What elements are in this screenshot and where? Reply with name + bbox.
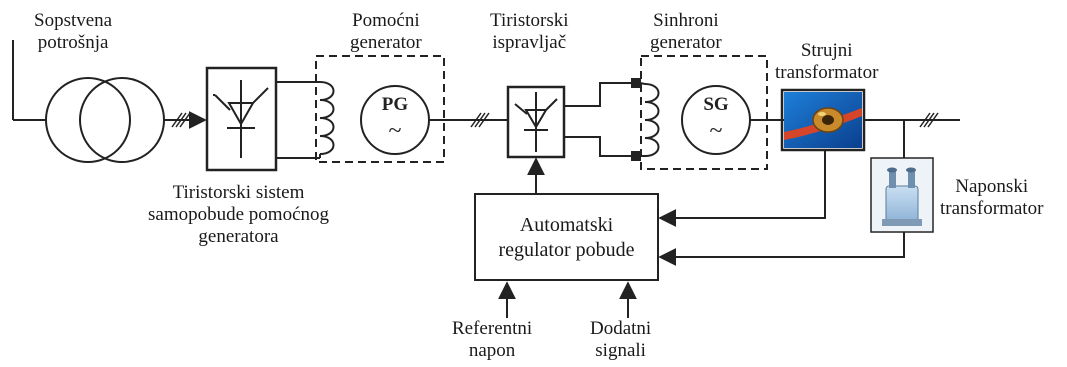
label-line: napon [468,340,516,361]
label-automatski-regulator: Automatski regulator pobude [475,213,658,263]
label-sinhroni-generator: Sinhroni generator [650,10,722,54]
pg-tilde: ~ [389,118,402,144]
label-pomocni-generator: Pomoćni generator [350,10,422,54]
label-line: transformator [940,198,1044,219]
label-tiristorski-ispravljac: Tiristorski ispravljač [490,10,569,54]
thyristor-rectifier-box [506,85,566,159]
label-referentni-napon: Referentni napon [452,318,532,362]
label-line: signali [595,340,646,361]
label-line: potrošnja [37,32,109,53]
aux-thyristor-excitation-box [205,66,278,172]
label-line: Dodatni [590,318,652,339]
sg-symbol: SG [703,94,729,115]
label-line: Automatski [519,214,614,236]
label-line: Referentni [452,318,533,339]
pg-symbol: PG [382,94,409,115]
auxiliary-transformer-winding-2 [79,77,165,163]
pg-dashed-box [315,55,445,163]
sg-dashed-box [640,55,768,170]
label-samopobuda: Tiristorski sistem samopobude pomoćnog g… [148,182,329,248]
label-line: generator [650,32,722,53]
label-line: generatora [198,226,279,247]
label-line: regulator pobude [498,239,635,261]
label-dodatni-signali: Dodatni signali [590,318,651,362]
label-line: Tiristorski sistem [172,182,305,203]
auxiliary-transformer-winding-1 [45,77,131,163]
label-line: samopobude pomoćnog [148,204,330,225]
avr-box [474,193,659,281]
label-naponski-transformator: Naponski transformator [940,176,1043,220]
label-line: Strujni [800,40,853,61]
label-line: Pomoćni [352,10,420,31]
label-line: ispravljač [492,32,567,53]
label-strujni-transformator: Strujni transformator [775,40,878,84]
label-line: generator [350,32,422,53]
voltage-transformer-picture [872,159,932,231]
sg-tilde: ~ [710,118,723,144]
label-line: Sinhroni [653,10,719,31]
label-line: Tiristorski [490,10,569,31]
current-transformer-picture [784,92,862,148]
label-sopstvena-potrosnja: Sopstvena potrošnja [34,10,112,54]
label-line: Sopstvena [34,10,113,31]
label-line: transformator [775,62,879,83]
label-line: Naponski [955,176,1029,197]
